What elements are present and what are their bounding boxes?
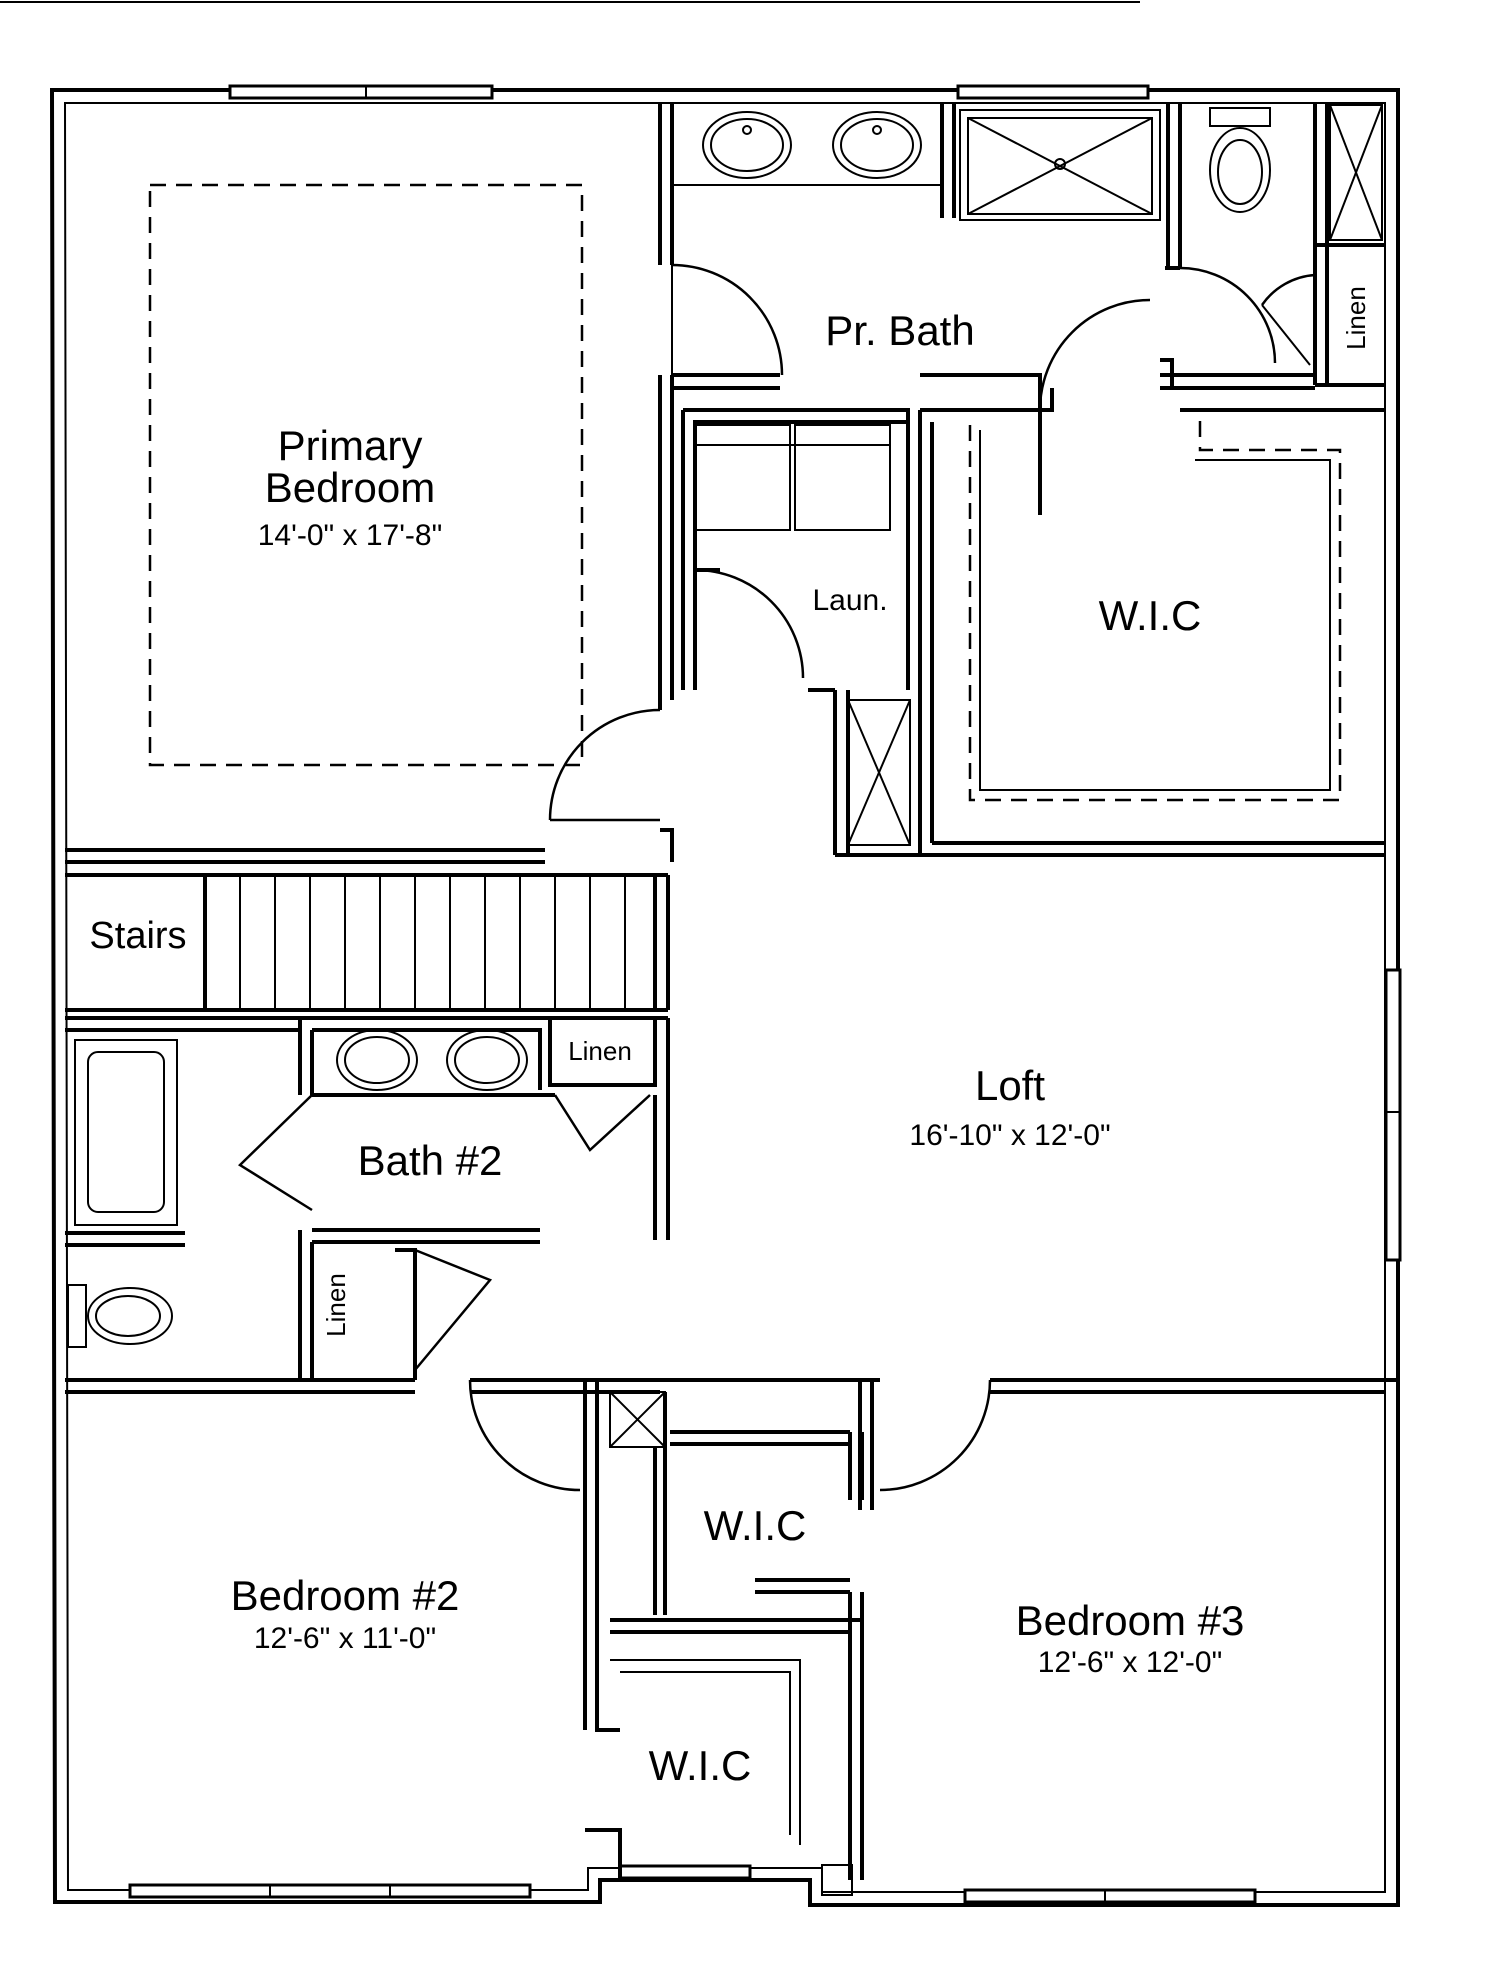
bedroom3-label: Bedroom #3 xyxy=(1016,1597,1245,1644)
interior-walls xyxy=(65,103,1398,1896)
bedroom2-size: 12'-6" x 11'-0" xyxy=(254,1622,436,1655)
pr-bath-sinks xyxy=(702,111,922,179)
stair-treads xyxy=(239,875,626,1010)
wic-bed2-label: W.I.C xyxy=(649,1742,752,1789)
primary-bedroom-label-1: Primary xyxy=(278,422,423,469)
windows xyxy=(128,84,1402,1904)
bedroom2-label: Bedroom #2 xyxy=(231,1572,460,1619)
linen-shelf-cross xyxy=(1329,104,1383,241)
shower xyxy=(959,109,1161,221)
laundry-label: Laun. xyxy=(812,584,887,617)
linen-bath2-label: Linen xyxy=(321,1273,351,1337)
wic-bed3-label: W.I.C xyxy=(704,1502,807,1549)
pr-toilet xyxy=(1209,107,1271,213)
bedroom3-size: 12'-6" x 12'-0" xyxy=(1038,1646,1223,1679)
primary-bedroom-label-2: Bedroom xyxy=(265,464,435,511)
washer-dryer xyxy=(694,424,891,531)
linen-hall-label: Linen xyxy=(568,1036,632,1066)
loft-size: 16'-10" x 12'-0" xyxy=(909,1119,1110,1152)
pr-bath-label: Pr. Bath xyxy=(825,307,974,354)
loft-label: Loft xyxy=(975,1062,1045,1109)
bath2-toilet xyxy=(67,1284,173,1348)
stairs-label: Stairs xyxy=(89,915,186,957)
linen-pr-label: Linen xyxy=(1341,286,1371,350)
primary-bedroom-size: 14'-0" x 17'-8" xyxy=(258,519,443,552)
doors xyxy=(237,263,1316,1492)
bath2-sinks xyxy=(336,1029,528,1091)
bed-outline-dashed xyxy=(148,183,584,767)
room-labels: Primary Bedroom 14'-0" x 17'-8" Pr. Bath… xyxy=(89,286,1371,1789)
bath2-label: Bath #2 xyxy=(358,1137,503,1184)
wic-primary-label: W.I.C xyxy=(1099,592,1202,639)
